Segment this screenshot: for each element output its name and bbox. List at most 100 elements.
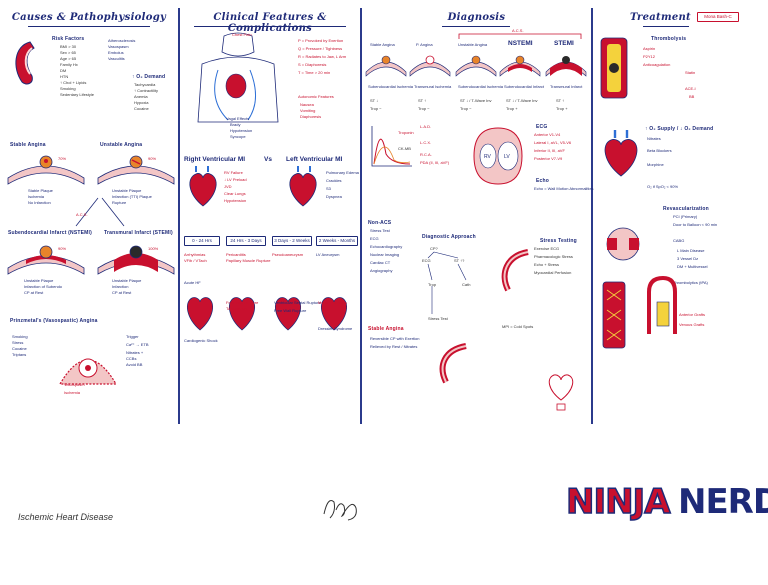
demand-0: Tachycardia (134, 82, 156, 87)
variant-right-4: Avoid BB (126, 362, 143, 367)
risk-factor-2: Age > 65 (60, 56, 77, 61)
flow-node-3: Trop (428, 282, 437, 287)
cause-1: Vasospasm (108, 44, 129, 49)
comp-a-0: Arrhythmias (184, 252, 206, 257)
pda-label: PDA (II, III, aVF) (420, 160, 450, 165)
lv-note-0: Pulmonary Edema (326, 170, 359, 175)
nstemi-note-2: CP at Rest (24, 290, 44, 295)
causes-title-underline (28, 26, 150, 27)
acs-header: A.C.S. (512, 28, 524, 33)
cabg-1: 3 Vessel Dz (677, 256, 699, 261)
column-treatment: Treatment Mona Bash-C Thrombolysis Aspir… (593, 0, 768, 425)
stemi-note-2: CP at Rest (112, 290, 132, 295)
dx-note-3: Subendocardial Infarct (504, 84, 545, 89)
diagnosis-title: Diagnosis (447, 12, 506, 23)
ecg-lead-3: Posterior V7-V9 (534, 156, 563, 161)
treatment-title: Treatment (630, 12, 691, 23)
revasc-0: PCI (Primary) (673, 214, 698, 219)
diagnostic-approach-title: Diagnostic Approach (422, 234, 476, 240)
trop-row-4: Trop + (556, 106, 568, 111)
o2-1: Beta Blockers (647, 148, 672, 153)
ecg-row-4: ST ↑ (556, 98, 565, 103)
nstemi-note-1: Infarction of Subendo (24, 284, 63, 289)
stemi-title: Transmural Infarct (STEMI) (104, 230, 173, 236)
stable-note-0: Stable Plaque (28, 188, 53, 193)
statin-label: Statin (685, 70, 696, 75)
feature-2: R = Radiates to Jaw, L Arm (298, 54, 347, 59)
variant-left-0: Smoking (12, 334, 28, 339)
stable-angina-title: Stable Angina (10, 142, 46, 148)
torso-chest-pain-illustration (197, 32, 279, 123)
ecg-leads-title: ECG (536, 124, 548, 130)
nstemi-title: Subendocardial Infarct (NSTEMI) (8, 230, 92, 236)
variant-center-1: Ischemia (64, 390, 81, 395)
trop-row-1: Trop − (418, 106, 430, 111)
variant-angina-title: Prinzmetal's (Vasospastic) Angina (10, 318, 98, 324)
non-acs-title: Non-ACS (368, 220, 392, 226)
feature-3: S = Diaphoresis (298, 62, 327, 67)
comp-b-1: Papillary Muscle Rupture (226, 258, 271, 263)
unstable-note-1: Infarction (TTI) Plaque (112, 194, 152, 199)
demand-1: ↑ Contractility (134, 88, 159, 93)
feature-7: Vomiting (300, 108, 316, 113)
comp-a-1: VFib / VTach (184, 258, 207, 263)
unstable-angina-title: Unstable Angina (100, 142, 143, 148)
o2-0: Nitrates (647, 136, 661, 141)
comp-a-2: Acute HF (184, 280, 201, 285)
risk-factor-6: ↑ Chol + Lipids (60, 80, 87, 85)
variant-right-2: Nitrates + (126, 350, 144, 355)
lv-mi-title: Left Ventricular MI (286, 156, 343, 163)
stable-dx-0: Reversible CP with Exertion (370, 336, 420, 341)
timeline-1: 24 Hrs - 3 Days (226, 236, 266, 246)
column-causes: Causes & Pathophysiology Risk Factors BM… (0, 0, 178, 425)
cause-3: Vasculitis (108, 56, 125, 61)
non-acs-2: Echocardiography (370, 244, 403, 249)
thrombo-1: P2Y12 (643, 54, 656, 59)
stress-testing-title: Stress Testing (540, 238, 577, 244)
vagal-2: Hypotension (230, 128, 253, 133)
dx-type-2: Unstable Angina (458, 42, 488, 47)
column-clinical: Clinical Features & Complications Chest … (180, 0, 360, 425)
comp-b-2: Free Wall Rupture (226, 300, 259, 305)
clinical-title: Clinical Features & Complications (213, 12, 327, 34)
o2-2: Morphine (647, 162, 664, 167)
trop-row-2: Trop − (460, 106, 472, 111)
acs-bracket (458, 33, 582, 39)
ventricle-cross-section: RV LV (473, 127, 523, 185)
ecg-row-2: ST ↓ / T-Wave Inv (460, 98, 492, 103)
cause-2: Embolus (108, 50, 124, 55)
vasospasm-cross-section (58, 358, 118, 385)
stable-dx-1: Relieved by Rest / Nitrates (370, 344, 418, 349)
vagal-1: Brady (230, 122, 241, 127)
stress-3: Myocardial Perfusion (534, 270, 572, 275)
bypass-graft-diagram (647, 275, 677, 334)
bb-label: BB (689, 94, 695, 99)
rv-mi-title: Right Ventricular MI (184, 156, 246, 163)
comp-c-1: Ventricular Septal Rupture (274, 300, 321, 305)
rv-note-1: ↓ LV Preload (224, 177, 247, 182)
unstable-note-2: Rupture (112, 200, 127, 205)
complication-hearts (186, 297, 348, 331)
ace-label: ACE-I (685, 86, 696, 91)
infographic-sheet: Causes & Pathophysiology Risk Factors BM… (0, 0, 768, 425)
dx-note-0: Subendocardial Ischemia (368, 84, 413, 89)
comp-d-2: Dressler Syndrome (318, 326, 353, 331)
timeline-2: 3 Days - 2 Weeks (272, 236, 312, 246)
diagnosis-title-underline (442, 26, 510, 27)
revasc-1: Door to Balloon < 90 min (673, 222, 718, 227)
stemi-note-0: Unstable Plaque (112, 278, 142, 283)
rv-note-4: Hypotension (224, 198, 247, 203)
stable-pct: 70% (58, 156, 67, 161)
variant-right-0: Trigger (126, 334, 139, 339)
stemi-diagram (97, 245, 175, 275)
stent-tube-diagram (602, 281, 626, 349)
stress-0: Exercise ECG (534, 246, 560, 251)
comp-d-0: LV Aneurysm (316, 252, 340, 257)
cabg-2: DM + Multivessel (677, 264, 708, 269)
trop-row-3: Trop + (506, 106, 518, 111)
logo-nerd-text: NERD (678, 482, 768, 522)
risk-factor-8: Sedentary Lifestyle (60, 92, 95, 97)
variant-right-3: CCBs (126, 356, 137, 361)
rv-heart-icon (189, 166, 217, 207)
acs-branch-arrows (75, 197, 125, 227)
